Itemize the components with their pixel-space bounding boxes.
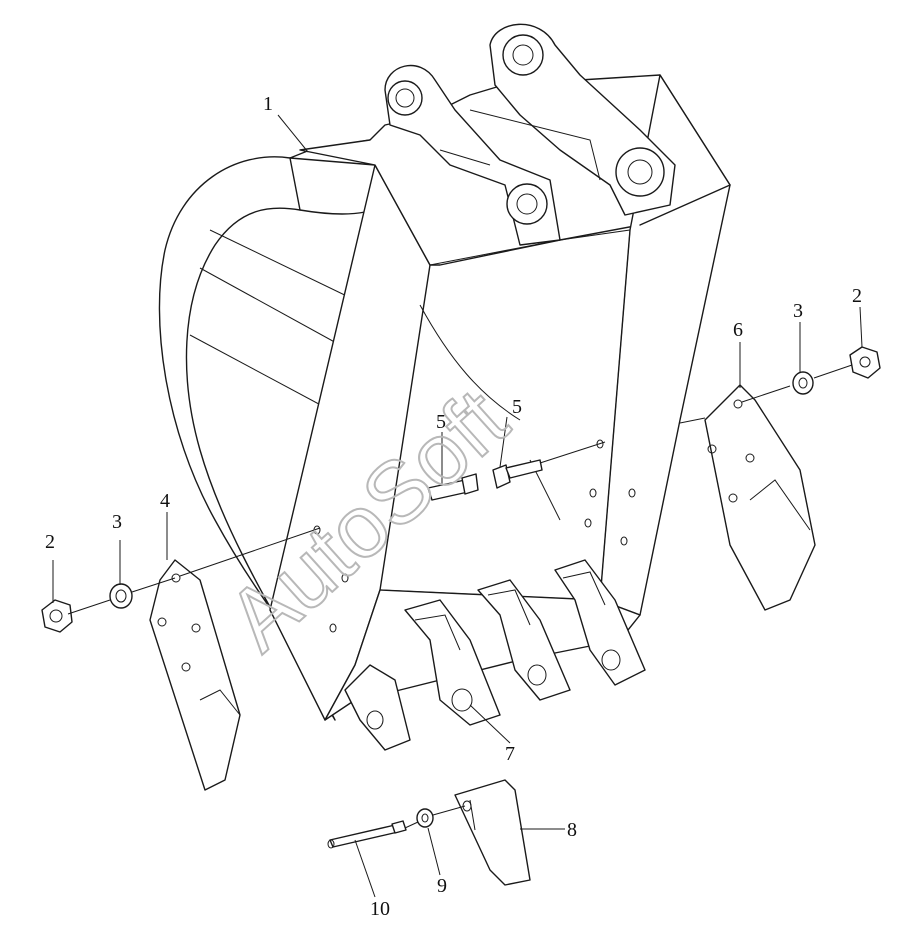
part-labels: 1 2 3 4 5 5 6 3 2 7 8 9 10 — [45, 93, 862, 920]
label-8: 8 — [567, 819, 577, 841]
label-5-a: 5 — [436, 411, 446, 433]
assembly-axes — [67, 364, 853, 829]
leader-lines — [52, 114, 863, 898]
label-10: 10 — [370, 898, 390, 920]
bolt-holes — [313, 439, 636, 633]
label-9: 9 — [437, 875, 447, 897]
tooth-assembly — [327, 779, 531, 886]
label-6: 6 — [733, 319, 743, 341]
label-2-right: 2 — [852, 285, 862, 307]
label-2-left: 2 — [45, 531, 55, 553]
label-3-right: 3 — [793, 300, 803, 322]
side-cutter-left — [149, 559, 241, 791]
mounting-brackets — [384, 23, 676, 246]
label-7: 7 — [505, 743, 515, 765]
label-4: 4 — [160, 490, 170, 512]
label-1: 1 — [263, 93, 273, 115]
label-5-b: 5 — [512, 396, 522, 418]
side-cutter-right — [704, 384, 816, 611]
label-3-left: 3 — [112, 511, 122, 533]
tooth-adapters — [344, 559, 646, 751]
